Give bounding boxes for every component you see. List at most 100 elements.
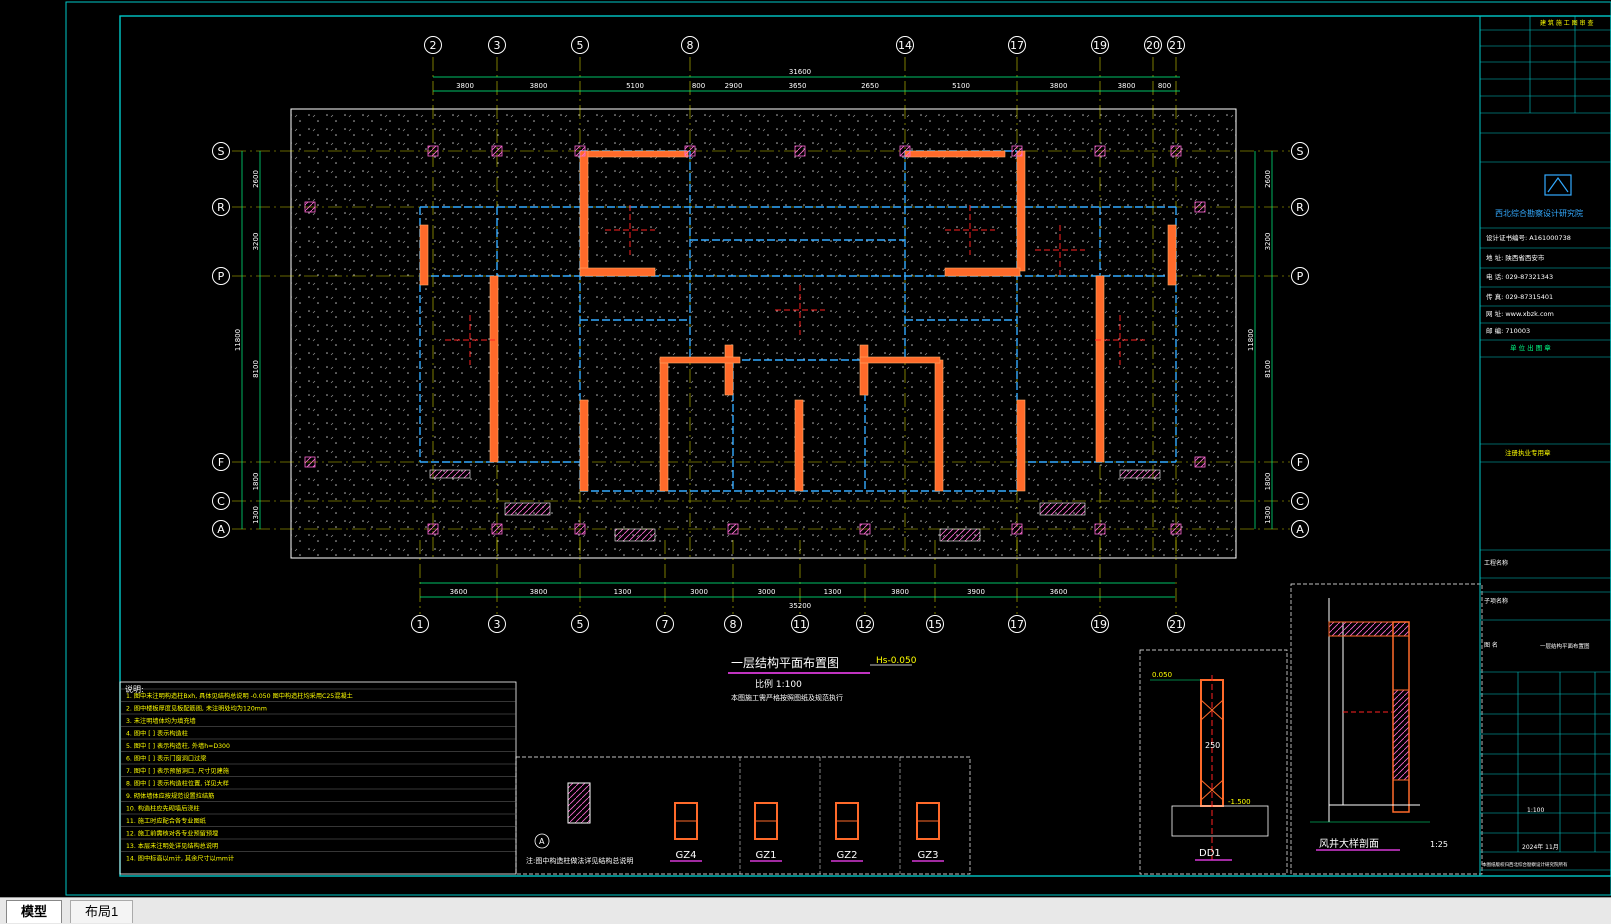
svg-text:地 址: 陕西省西安市: 地 址: 陕西省西安市 — [1486, 253, 1545, 262]
svg-text:19: 19 — [1093, 618, 1107, 631]
svg-text:2: 2 — [430, 39, 437, 52]
shaft-detail: 风井大样剖面 1:25 — [1310, 598, 1448, 851]
note-line: 12. 施工前需核对各专业预留预埋 — [126, 830, 218, 838]
axis-bubble-top-3: 3 — [488, 36, 506, 54]
svg-text:C: C — [217, 495, 225, 508]
svg-text:R: R — [1296, 201, 1304, 214]
dim-left: 8100 — [252, 360, 260, 378]
dim-bottom: 3800 — [530, 588, 548, 596]
plan-scale: 比例 1:100 — [755, 678, 802, 690]
note-line: 13. 本层未注明处详见结构总说明 — [126, 842, 218, 850]
svg-text:邮 编: 710003: 邮 编: 710003 — [1486, 326, 1530, 335]
note-line: 9. 砌体墙体应按规范设置拉结筋 — [126, 792, 214, 800]
axis-bubble-left-S: S — [212, 142, 230, 160]
svg-text:GZ1: GZ1 — [756, 850, 777, 861]
dim-left-total: 11800 — [234, 329, 242, 351]
institute-logo — [1544, 174, 1572, 196]
svg-text:17: 17 — [1010, 618, 1024, 631]
dim-top: 2900 — [725, 82, 743, 90]
gz-detail-GZ1: GZ1 — [750, 802, 782, 862]
dim-top: 3650 — [789, 82, 807, 90]
dim-bottom: 3600 — [450, 588, 468, 596]
svg-text:7: 7 — [662, 618, 669, 631]
axis-bubble-right-F: F — [1291, 453, 1309, 471]
dim-left: 3200 — [252, 233, 260, 251]
svg-text:S: S — [1297, 145, 1304, 158]
axis-bubble-top-14: 14 — [896, 36, 914, 54]
note-line: 4. 图中 [ ] 表示构造柱 — [126, 730, 188, 738]
dim-top: 3800 — [1118, 82, 1136, 90]
svg-text:14: 14 — [898, 39, 912, 52]
dim-right: 2600 — [1264, 170, 1272, 188]
axis-bubble-left-P: P — [212, 267, 230, 285]
dim-right-total: 11800 — [1247, 329, 1255, 351]
dim-top: 800 — [692, 82, 705, 90]
axis-bubble-bottom-5: 5 — [571, 615, 589, 633]
plan-title: 一层结构平面布置图 — [731, 655, 839, 670]
plan-note: 本图施工需严格按照图纸及规范执行 — [731, 693, 843, 702]
axis-bubble-bottom-1: 1 — [411, 615, 429, 633]
svg-text:S: S — [218, 145, 225, 158]
svg-text:1: 1 — [417, 618, 424, 631]
dim-right: 8100 — [1264, 360, 1272, 378]
axis-bubble-bottom-11: 11 — [791, 615, 809, 633]
notes-title: 说明: — [125, 684, 144, 694]
dim-bottom: 1300 — [824, 588, 842, 596]
axis-bubble-top-8: 8 — [681, 36, 699, 54]
axis-bubble-top-2: 2 — [424, 36, 442, 54]
svg-text:3: 3 — [494, 39, 501, 52]
dim-top: 2650 — [861, 82, 879, 90]
svg-text:11: 11 — [793, 618, 807, 631]
axis-bubble-left-C: C — [212, 492, 230, 510]
tab-layout-1[interactable]: 布局1 — [70, 900, 134, 923]
sheet-border — [65, 1, 1611, 896]
detail-a-label: A — [539, 837, 545, 846]
axis-bubble-top-5: 5 — [571, 36, 589, 54]
svg-text:2024年 11月: 2024年 11月 — [1522, 843, 1559, 851]
dd1-label: DD1 — [1199, 848, 1221, 859]
svg-text:GZ3: GZ3 — [918, 850, 939, 861]
svg-text:-1.500: -1.500 — [1228, 798, 1251, 806]
dim-top: 5100 — [952, 82, 970, 90]
dim-bottom: 1300 — [614, 588, 632, 596]
notes-table — [119, 681, 517, 875]
svg-text:注册执业专用章: 注册执业专用章 — [1505, 448, 1551, 457]
svg-text:传 真: 029-87315401: 传 真: 029-87315401 — [1486, 292, 1553, 301]
tab-model[interactable]: 模型 — [6, 900, 63, 923]
note-line: 8. 图中 [ ] 表示构造柱位置, 详见大样 — [126, 780, 229, 788]
svg-text:单 位 出 图 章: 单 位 出 图 章 — [1510, 343, 1551, 352]
shaft-scale: 1:25 — [1430, 840, 1448, 849]
note-line: 7. 图中 [ ] 表示预留洞口, 尺寸见建施 — [126, 767, 229, 775]
gz-details-box — [515, 756, 971, 875]
axis-bubble-bottom-15: 15 — [926, 615, 944, 633]
dd1-detail-box — [1139, 649, 1288, 875]
axis-bubble-top-20: 20 — [1144, 36, 1162, 54]
plan-title-group: 一层结构平面布置图 Hs-0.050 比例 1:100 本图施工需严格按照图纸及… — [728, 655, 917, 702]
axis-bubble-left-R: R — [212, 198, 230, 216]
dim-right: 1800 — [1264, 473, 1272, 491]
axis-bubble-left-F: F — [212, 453, 230, 471]
svg-text:图 名: 图 名 — [1484, 641, 1498, 649]
svg-text:GZ4: GZ4 — [676, 850, 697, 861]
axis-bubble-right-A: A — [1291, 520, 1309, 538]
dim-bottom: 3600 — [1050, 588, 1068, 596]
svg-text:3: 3 — [494, 618, 501, 631]
dim-top: 5100 — [626, 82, 644, 90]
svg-text:工程名称: 工程名称 — [1484, 559, 1508, 567]
axis-bubble-bottom-19: 19 — [1091, 615, 1109, 633]
svg-text:21: 21 — [1169, 39, 1183, 52]
note-line: 11. 施工时应配合各专业图纸 — [126, 817, 206, 825]
svg-text:电 话: 029-87321343: 电 话: 029-87321343 — [1486, 272, 1553, 281]
svg-text:F: F — [1297, 456, 1303, 469]
svg-text:子项名称: 子项名称 — [1484, 597, 1508, 605]
note-line: 3. 未注明墙体均为填充墙 — [126, 717, 196, 725]
dim-bottom-total: 35200 — [789, 602, 811, 610]
axis-bubble-top-21: 21 — [1167, 36, 1185, 54]
axis-bubble-top-17: 17 — [1008, 36, 1026, 54]
svg-text:21: 21 — [1169, 618, 1183, 631]
axis-bubble-right-S: S — [1291, 142, 1309, 160]
svg-text:5: 5 — [577, 39, 584, 52]
axis-bubble-bottom-12: 12 — [856, 615, 874, 633]
svg-text:建 筑 施 工 图 审 查: 建 筑 施 工 图 审 查 — [1540, 19, 1593, 27]
